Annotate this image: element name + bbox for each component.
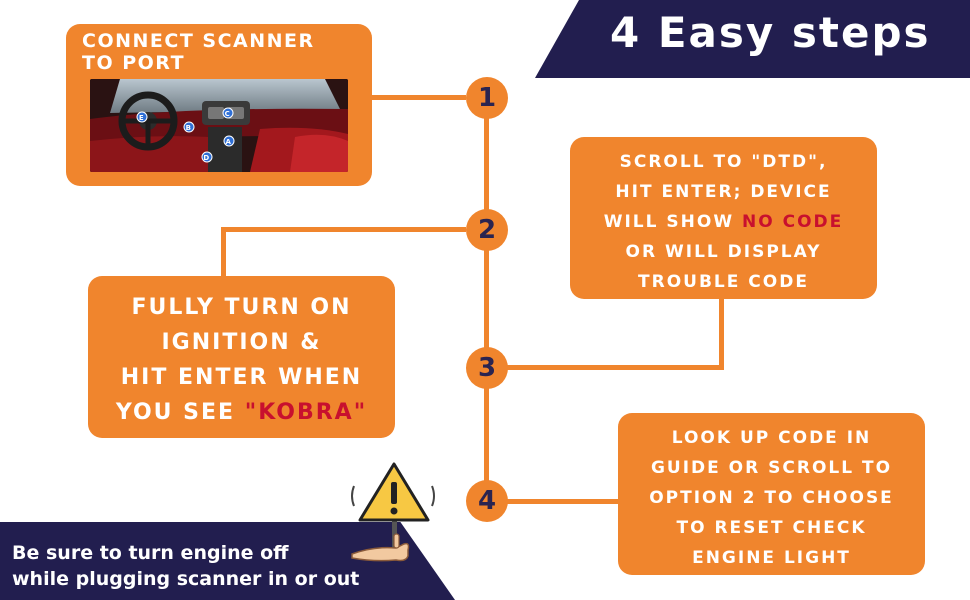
step-1-box: CONNECT SCANNER TO PORT	[66, 24, 372, 186]
step-4-line-2: GUIDE OR SCROLL TO	[650, 458, 893, 478]
step-1-line-2: TO PORT	[82, 52, 186, 74]
step-4-line-3: OPTION 2 TO CHOOSE	[649, 488, 894, 508]
title-banner	[535, 0, 970, 78]
car-interior-photo: E B C A D	[90, 79, 348, 172]
step-3-line-5: TROUBLE CODE	[638, 272, 809, 292]
step-2-line-2: IGNITION &	[161, 330, 322, 355]
step-1-line-1: CONNECT SCANNER	[82, 30, 315, 52]
port-markers: E B C A D	[136, 107, 235, 163]
step-number-4: 4	[466, 480, 508, 522]
marker-c: C	[225, 110, 232, 118]
connector-step-3-horizontal	[506, 365, 724, 370]
warning-line-1: Be sure to turn engine off	[12, 542, 289, 564]
warning-line-2: while plugging scanner in or out	[12, 568, 360, 590]
step-4-line-4: TO RESET CHECK	[676, 518, 867, 538]
step-number-3: 3	[466, 347, 508, 389]
connector-step-1	[371, 95, 466, 100]
step-number-2: 2	[466, 209, 508, 251]
connector-step-4	[506, 499, 619, 504]
step-4-box: LOOK UP CODE IN GUIDE OR SCROLL TO OPTIO…	[618, 413, 925, 575]
pointing-hand-icon	[351, 542, 410, 562]
step-2-box: FULLY TURN ON IGNITION & HIT ENTER WHEN …	[88, 276, 395, 438]
timeline-vertical	[484, 97, 489, 501]
step-3-box: SCROLL TO "DTD", HIT ENTER; DEVICE WILL …	[570, 137, 877, 299]
marker-d: D	[203, 154, 210, 162]
kobra-highlight: "KOBRA"	[244, 400, 368, 425]
page-title: 4 Easy steps	[610, 8, 931, 57]
step-number-1: 1	[466, 77, 508, 119]
connector-step-2-horizontal	[221, 227, 466, 232]
marker-e: E	[139, 114, 145, 122]
connector-step-3-vertical	[719, 298, 724, 370]
no-code-highlight: NO CODE	[742, 212, 844, 232]
car-interior-illustration: E B C A D	[90, 79, 348, 172]
step-4-line-1: LOOK UP CODE IN	[671, 428, 872, 448]
step-2-line-4-text: YOU SEE	[115, 400, 245, 425]
step-2-line-3: HIT ENTER WHEN	[120, 365, 363, 390]
connector-step-2-vertical	[221, 227, 226, 277]
marker-a: A	[226, 138, 233, 146]
warning-text: Be sure to turn engine off while pluggin…	[12, 540, 359, 592]
step-4-line-5: ENGINE LIGHT	[692, 548, 851, 568]
warning-sign-icon	[351, 462, 435, 562]
marker-b: B	[186, 124, 193, 132]
step-3-line-1: SCROLL TO "DTD",	[619, 152, 828, 172]
step-2-line-4: YOU SEE "KOBRA"	[88, 395, 395, 430]
step-3-line-4: OR WILL DISPLAY	[625, 242, 822, 262]
step-3-line-3-text: WILL SHOW	[603, 212, 742, 232]
step-3-line-3: WILL SHOW NO CODE	[570, 207, 877, 237]
step-2-line-1: FULLY TURN ON	[131, 295, 352, 320]
step-3-line-2: HIT ENTER; DEVICE	[615, 182, 832, 202]
